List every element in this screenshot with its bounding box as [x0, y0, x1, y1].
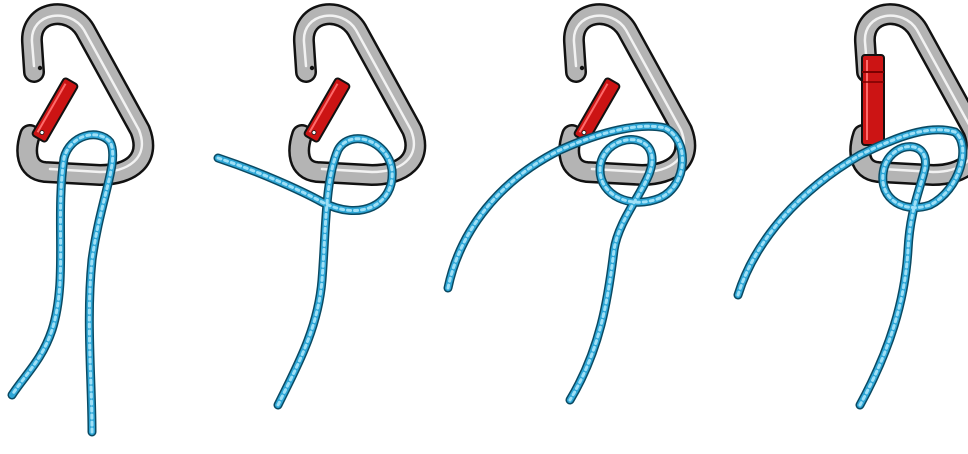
carabiner-icon	[27, 14, 143, 175]
carabiner-icon	[569, 14, 685, 175]
carabiner-gate	[32, 77, 79, 142]
step-2-illustration	[218, 14, 415, 405]
step-4-illustration	[738, 14, 968, 405]
step-3-illustration	[448, 14, 685, 400]
carabiner-gate	[304, 77, 351, 142]
carabiner-gate-closed	[862, 55, 884, 145]
carabiner-icon	[299, 14, 415, 175]
step-1-illustration	[12, 14, 143, 432]
